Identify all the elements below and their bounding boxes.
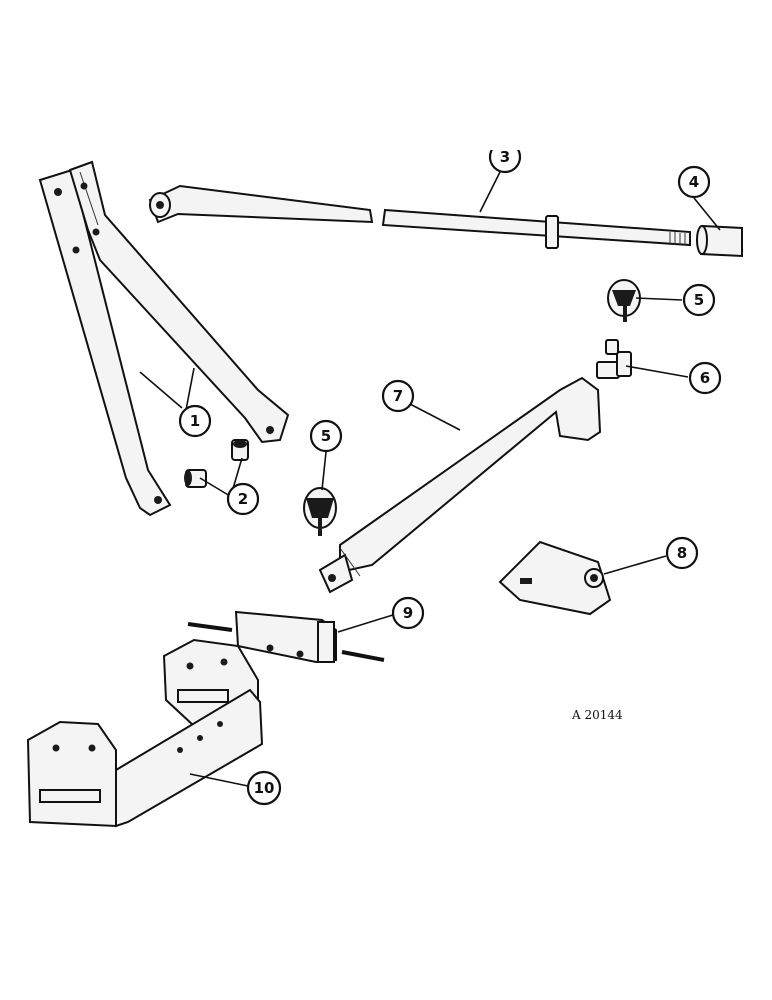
spacer-bushing-pair [184, 439, 249, 488]
callout-7-label: 7 [393, 387, 403, 405]
leveling-lever [318, 376, 602, 594]
callout-3: 3 [488, 138, 522, 174]
threaded-stud [596, 339, 632, 379]
callout-6: 6 [688, 361, 722, 395]
brace-strap-right [68, 160, 290, 444]
callout-2: 2 [226, 482, 260, 516]
callout-5-upper-label: 5 [694, 291, 704, 309]
callout-5-lower: 5 [309, 419, 343, 453]
callout-9: 9 [391, 596, 425, 630]
callout-8: 8 [665, 536, 699, 570]
callout-5-upper: 5 [682, 283, 716, 317]
callout-4: 4 [677, 165, 711, 199]
callout-5-lower-label: 5 [321, 427, 331, 445]
callout-1-label: 1 [190, 412, 200, 430]
adjusting-rod [148, 184, 691, 249]
lynch-pin-lower [303, 487, 337, 536]
callout-3-label: 3 [500, 148, 510, 166]
base-frame [26, 638, 264, 828]
callout-10-label: 10 [254, 779, 275, 797]
callout-9-label: 9 [403, 604, 413, 622]
reference-code: A 20144 [571, 708, 623, 722]
rod-sleeve [696, 224, 743, 258]
leader-lines [139, 171, 721, 787]
callout-4-label: 4 [689, 173, 699, 191]
lynch-pin-upper [607, 279, 641, 322]
callout-1: 1 [178, 404, 212, 438]
callout-6-label: 6 [700, 369, 710, 387]
callout-7: 7 [381, 379, 415, 413]
mounting-bracket [187, 610, 385, 664]
callout-8-label: 8 [677, 544, 687, 562]
callout-2-label: 2 [238, 490, 248, 508]
callout-10: 10 [246, 770, 282, 806]
clamp-block [498, 540, 612, 616]
